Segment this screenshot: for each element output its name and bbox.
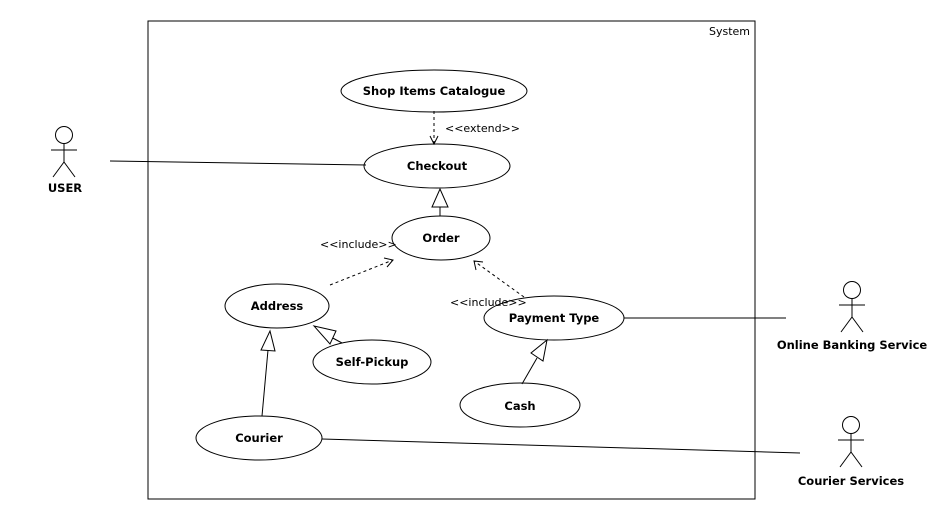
usecase-courier: Courier	[195, 415, 323, 461]
include-address-order: <<include>>	[320, 238, 397, 286]
usecase-order: Order	[391, 215, 491, 261]
usecase-cash: Cash	[459, 382, 581, 428]
actor-online-banking-service: Online Banking Service	[777, 281, 928, 352]
usecase-cash-label: Cash	[504, 399, 535, 413]
association-courier-courier-services	[321, 438, 801, 454]
include-address-label: <<include>>	[320, 238, 397, 251]
usecase-courier-label: Courier	[235, 431, 283, 445]
include-payment-order: <<include>>	[450, 260, 527, 309]
generalization-courier-address	[260, 329, 276, 417]
usecase-checkout-label: Checkout	[407, 159, 468, 173]
usecase-shop-items-catalogue-label: Shop Items Catalogue	[363, 84, 506, 98]
association-user-checkout	[109, 160, 367, 166]
include-payment-label: <<include>>	[450, 296, 527, 309]
usecase-shop-items-catalogue: Shop Items Catalogue	[340, 69, 528, 113]
generalization-order-checkout	[431, 187, 449, 216]
generalization-cash-paymenttype	[521, 338, 548, 385]
usecase-order-label: Order	[422, 231, 459, 245]
extend-label: <<extend>>	[445, 122, 520, 135]
usecase-payment-type-label: Payment Type	[509, 311, 600, 325]
generalization-selfpickup-address	[312, 325, 343, 345]
actor-courier-services: Courier Services	[798, 416, 904, 488]
system-boundary-label: System	[709, 25, 750, 38]
actor-user-label: USER	[48, 181, 82, 195]
usecase-address-label: Address	[251, 299, 304, 313]
usecase-address: Address	[224, 283, 330, 329]
usecase-self-pickup-label: Self-Pickup	[336, 355, 409, 369]
extend-relation: <<extend>>	[429, 111, 520, 146]
actor-user: USER	[48, 126, 82, 195]
system-boundary	[147, 20, 756, 500]
usecase-checkout: Checkout	[363, 143, 511, 189]
actor-online-banking-label: Online Banking Service	[777, 338, 928, 352]
usecase-payment-type: Payment Type	[483, 295, 625, 341]
usecase-self-pickup: Self-Pickup	[312, 339, 432, 385]
actor-courier-services-label: Courier Services	[798, 474, 904, 488]
